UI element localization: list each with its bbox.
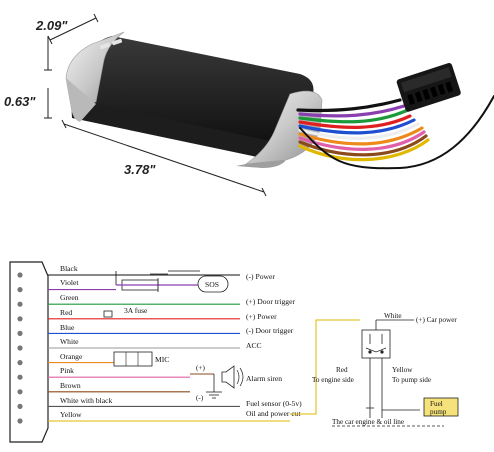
relay-bottom-label: The car engine & oil line: [332, 418, 404, 426]
connector-block: [9, 261, 49, 443]
wire-label-blue: Blue: [60, 323, 75, 332]
connector-pin: [17, 272, 23, 278]
relay-white-label: White: [384, 312, 402, 320]
tracker-photo: [65, 31, 494, 170]
fuel-pump-text-line2: pump: [430, 408, 447, 416]
relay-yellow-sub: To pump side: [392, 376, 431, 384]
connector-pin: [17, 374, 23, 380]
relay-section: White (+) Car power Red To engine side Y…: [290, 312, 459, 427]
wire-label-brown: Brown: [60, 381, 81, 390]
connector-pin: [17, 389, 23, 395]
function-black: (-) Power: [246, 272, 275, 281]
wire-label-white-with-black: White with black: [60, 396, 112, 405]
connector-pin: [17, 316, 23, 322]
connector-pin: [17, 360, 23, 366]
function-brown: Alarm siren: [246, 374, 282, 383]
connector-pin: [17, 330, 23, 336]
fuel-pump-text: Fuel: [430, 400, 443, 408]
function-white-with-black: Fuel sensor (0-5v): [246, 399, 302, 408]
wire-labels: Black Violet Green Red Blue White Orange…: [60, 264, 112, 419]
fuse-component: 3A fuse: [103, 306, 148, 318]
dimension-width: 3.78": [124, 162, 156, 177]
wire-label-pink: Pink: [60, 366, 74, 375]
mic-label: MIC: [155, 355, 169, 364]
dimension-length: 2.09": [35, 18, 68, 33]
wire-label-white: White: [60, 337, 79, 346]
dimension-lines: [44, 13, 267, 197]
wire-label-yellow: Yellow: [60, 410, 82, 419]
siren-minus-label: (-): [196, 394, 204, 402]
connector-pin: [17, 403, 23, 409]
relay-car-power: (+) Car power: [416, 316, 457, 324]
wire-label-black: Black: [60, 264, 78, 273]
relay-yellow-label: Yellow: [392, 366, 413, 374]
connector-pin: [17, 345, 23, 351]
wire-label-orange: Orange: [60, 352, 83, 361]
wire-label-green: Green: [60, 293, 79, 302]
wire-label-violet: Violet: [60, 278, 79, 287]
mic-component: MIC: [113, 351, 169, 367]
function-yellow: Oil and power cut: [246, 409, 302, 418]
siren-component: (+) (-): [190, 364, 244, 402]
siren-plus-label: (+): [196, 364, 205, 372]
relay-red-label: Red: [336, 366, 348, 374]
connector-pin: [17, 287, 23, 293]
relay-red-sub: To engine side: [312, 376, 354, 384]
wire-label-red: Red: [60, 308, 72, 317]
function-red: (+) Power: [246, 312, 277, 321]
wire-functions: (-) Power (+) Door trigger (+) Power (-)…: [246, 272, 302, 418]
sos-button-component: SOS: [115, 270, 229, 293]
function-white: ACC: [246, 341, 262, 350]
fuel-pump-label: Fuel pump: [430, 400, 447, 416]
connector-pin: [17, 301, 23, 307]
connector-pin: [17, 418, 23, 424]
fuse-label: 3A fuse: [124, 306, 148, 315]
dimension-height: 0.63": [4, 94, 36, 109]
function-green: (+) Door trigger: [246, 297, 295, 306]
sos-label: SOS: [205, 280, 219, 289]
function-blue: (-) Door trigger: [246, 326, 294, 335]
